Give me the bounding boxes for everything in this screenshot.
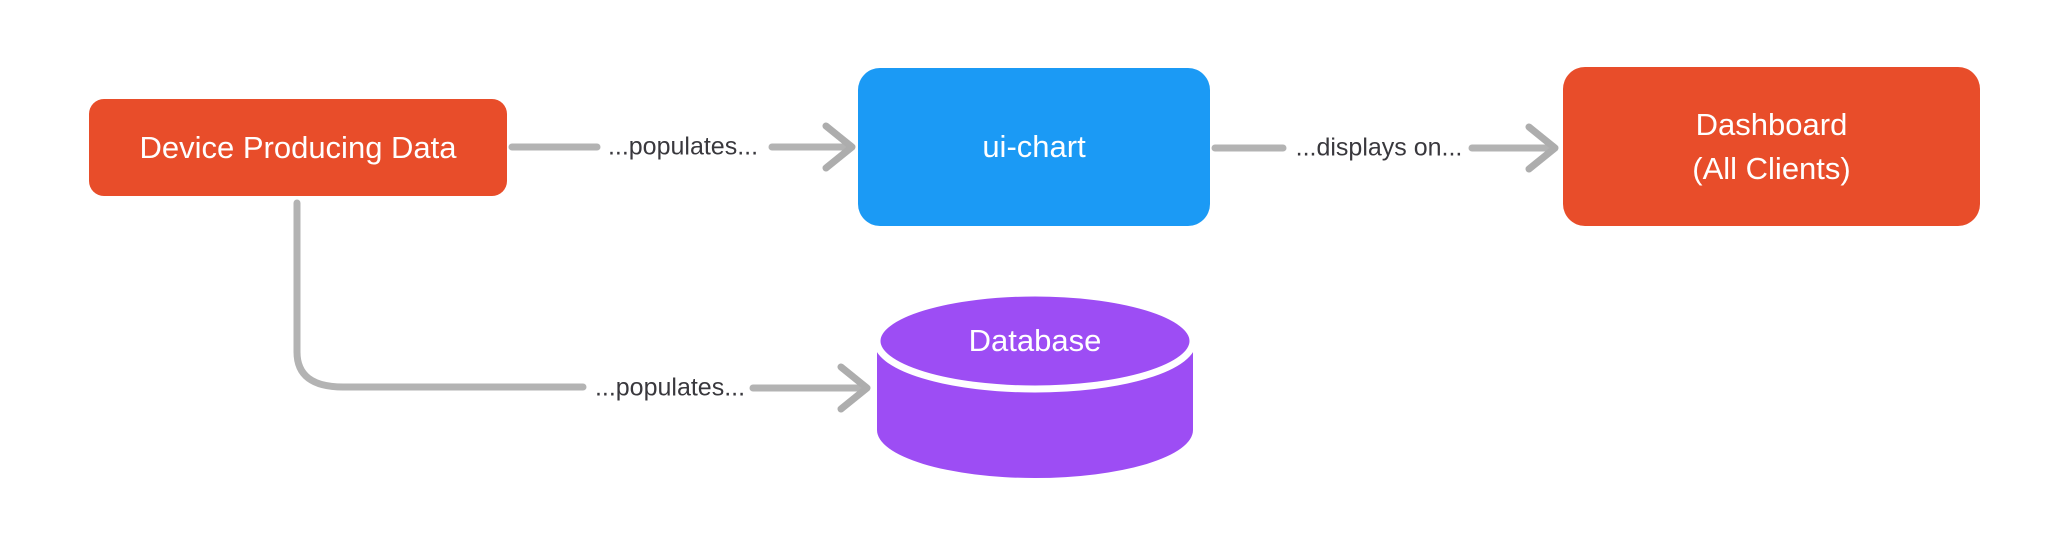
arrowhead-into-database-icon bbox=[837, 363, 871, 413]
edge-label-populates-top: ...populates... bbox=[607, 132, 759, 161]
arrowhead-into-uichart-icon bbox=[822, 122, 856, 172]
node-ui-chart-label: ui-chart bbox=[982, 129, 1086, 165]
edge-label-populates-bottom: ...populates... bbox=[594, 373, 746, 402]
node-ui-chart: ui-chart bbox=[858, 68, 1210, 226]
node-dashboard: Dashboard (All Clients) bbox=[1563, 67, 1980, 226]
database-cylinder-top bbox=[873, 289, 1197, 393]
node-dashboard-sublabel: (All Clients) bbox=[1692, 150, 1851, 186]
node-device-producing-data: Device Producing Data bbox=[89, 99, 507, 196]
edge-label-displays-on: ...displays on... bbox=[1295, 133, 1463, 162]
arrowhead-into-dashboard-icon bbox=[1525, 123, 1559, 173]
database-cylinder-icon bbox=[873, 289, 1197, 478]
node-database-label: Database bbox=[968, 323, 1102, 358]
database-cylinder-body bbox=[877, 341, 1193, 478]
node-device-label: Device Producing Data bbox=[139, 129, 457, 165]
node-dashboard-label: Dashboard bbox=[1695, 107, 1848, 143]
edge-device-database-elbow bbox=[293, 199, 587, 391]
